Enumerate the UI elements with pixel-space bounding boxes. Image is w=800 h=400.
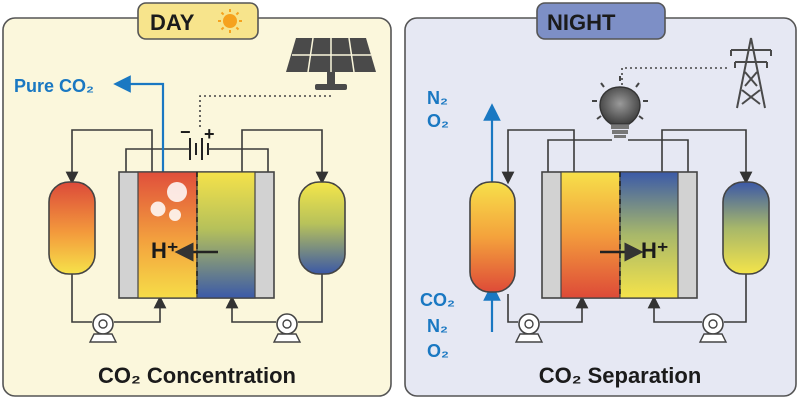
- night-wire-right: [628, 139, 689, 172]
- night-acid-tank: [469, 181, 516, 293]
- night-output-n2-label: N₂: [427, 88, 448, 108]
- night-badge-label: NIGHT: [547, 10, 616, 35]
- night-right-top-pipe: [661, 129, 753, 185]
- night-caption: CO₂ Separation: [539, 363, 702, 388]
- day-wire-right: [208, 148, 269, 172]
- night-wire-left: [547, 139, 612, 172]
- night-left-pump-icon: [514, 313, 544, 343]
- day-left-top-pipe: [65, 129, 153, 185]
- sun-icon: [218, 9, 242, 33]
- night-acid-compartment: [560, 171, 621, 299]
- day-acid-tank: [48, 181, 96, 275]
- night-base-tank: [722, 181, 770, 275]
- day-electrochemical-cell: H⁺: [118, 171, 275, 299]
- night-proton-label: H⁺: [641, 238, 669, 263]
- day-left-bottom-pipe: [71, 272, 92, 323]
- night-input-o2-label: O₂: [427, 341, 449, 361]
- night-right-pump-icon: [698, 313, 728, 343]
- day-panel: DAY: [2, 2, 392, 397]
- night-power-link: [621, 67, 727, 96]
- pure-co2-label: Pure CO₂: [14, 76, 94, 96]
- night-output-o2-label: O₂: [427, 111, 449, 131]
- night-input-n2-label: N₂: [427, 316, 448, 336]
- day-right-pump-icon: [272, 313, 302, 343]
- power-tower-icon: [730, 37, 772, 109]
- day-badge: DAY: [137, 2, 259, 40]
- day-power-link: [199, 95, 331, 128]
- light-bulb-icon: [592, 76, 648, 138]
- night-right-bottom-pipe: [724, 274, 747, 323]
- night-left-top-pipe: [501, 129, 575, 185]
- night-right-return-pipe: [647, 295, 702, 323]
- night-electrochemical-cell: H⁺: [541, 171, 698, 299]
- solar-panel-icon: [286, 37, 376, 90]
- night-base-compartment: [619, 171, 679, 299]
- day-left-pump-icon: [88, 313, 118, 343]
- day-right-return-pipe: [225, 295, 276, 323]
- battery-plus-label: +: [204, 124, 215, 144]
- night-panel: NIGHT: [404, 2, 797, 397]
- day-base-compartment: [196, 171, 256, 299]
- day-base-tank: [298, 181, 346, 275]
- night-input-co2-label: CO₂: [420, 290, 455, 310]
- day-right-bottom-pipe: [298, 272, 323, 323]
- night-badge: NIGHT: [536, 2, 666, 40]
- pure-co2-output-arrow: [113, 75, 165, 172]
- day-proton-label: H⁺: [151, 238, 179, 263]
- night-left-bottom-pipe: [507, 294, 518, 323]
- co2-bubbles: [150, 182, 187, 221]
- day-caption: CO₂ Concentration: [98, 363, 296, 388]
- night-left-return-pipe: [540, 295, 589, 323]
- day-left-return-pipe: [114, 295, 167, 323]
- day-badge-label: DAY: [150, 10, 195, 35]
- battery-minus-label: −: [180, 122, 191, 142]
- day-wire-left: [125, 148, 190, 172]
- day-right-top-pipe: [241, 129, 329, 185]
